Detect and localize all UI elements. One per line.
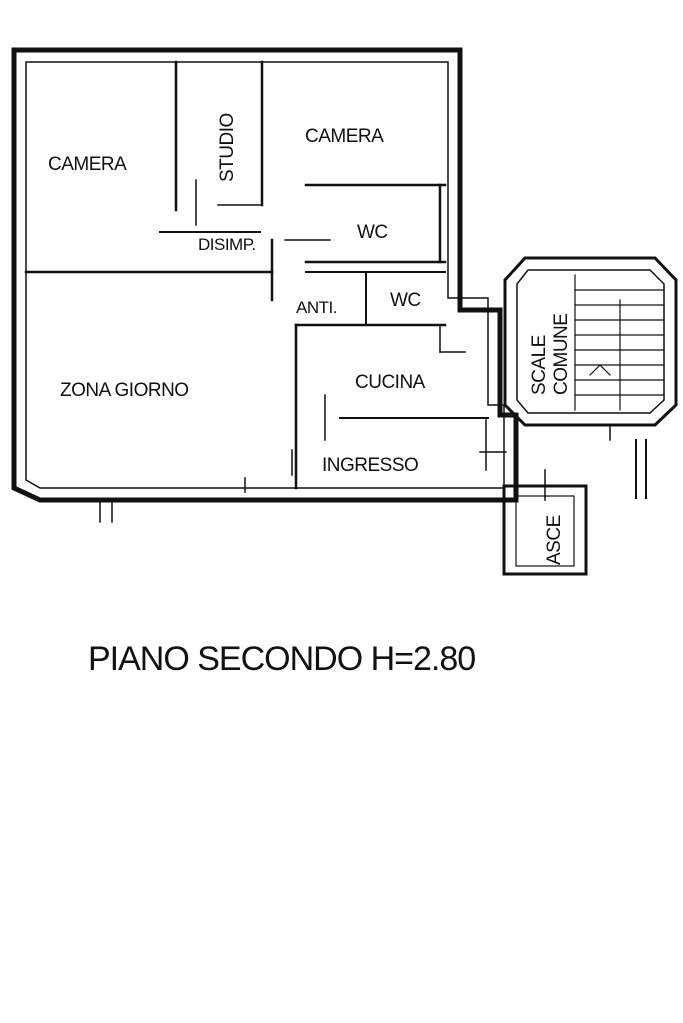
stair-treads	[574, 274, 665, 411]
floor-plan: CAMERA STUDIO CAMERA DISIMP. WC ANTI. WC…	[11, 47, 678, 576]
label-studio: STUDIO	[217, 113, 238, 182]
label-camera-left: CAMERA	[48, 154, 127, 175]
label-wc-lower: WC	[390, 290, 421, 311]
label-scale: SCALE	[529, 335, 550, 395]
outer-wall	[11, 47, 519, 503]
label-zona-giorno: ZONA GIORNO	[60, 380, 189, 401]
plan-caption: PIANO SECONDO H=2.80	[88, 640, 476, 678]
label-camera-right: CAMERA	[305, 126, 384, 147]
stair-enclosure-inner	[516, 269, 665, 414]
label-wc-upper: WC	[357, 222, 388, 243]
label-comune: COMUNE	[551, 314, 572, 395]
stair-enclosure	[503, 256, 678, 427]
label-ingresso: INGRESSO	[322, 455, 418, 476]
label-anti: ANTI.	[296, 298, 337, 317]
label-asce: ASCE	[544, 515, 565, 565]
label-cucina: CUCINA	[355, 372, 426, 393]
label-disimp: DISIMP.	[198, 235, 256, 254]
outer-wall-inner	[25, 61, 505, 489]
